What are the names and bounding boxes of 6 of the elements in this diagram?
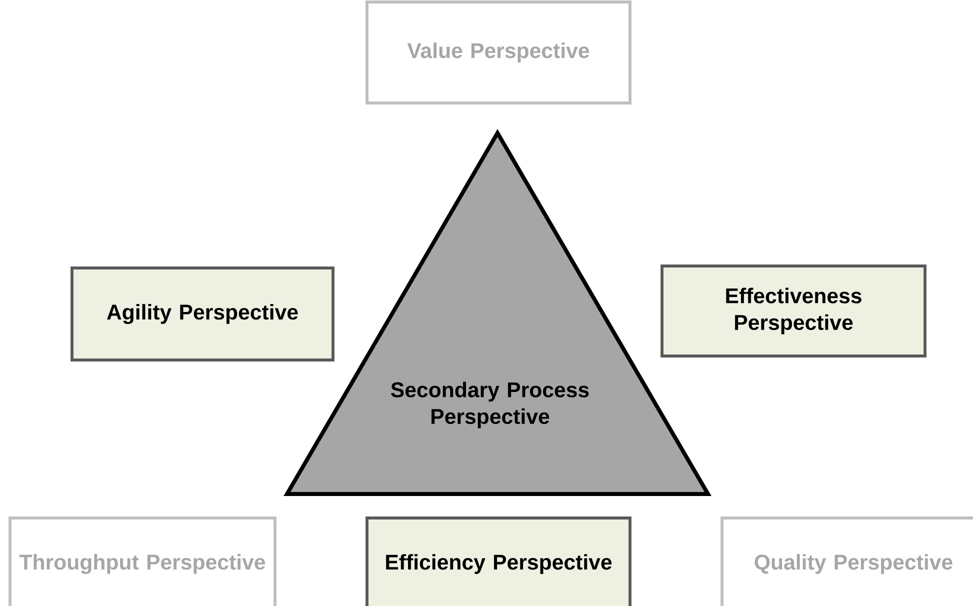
perspective-box: Quality Perspective	[720, 516, 973, 606]
perspective-box: Effectiveness Perspective	[660, 264, 926, 358]
perspective-box: Value Perspective	[366, 0, 632, 104]
perspective-box: Efficiency Perspective	[366, 516, 632, 606]
perspective-box: Throughput Perspective	[8, 516, 276, 606]
perspective-box: Agility Perspective	[70, 266, 334, 362]
